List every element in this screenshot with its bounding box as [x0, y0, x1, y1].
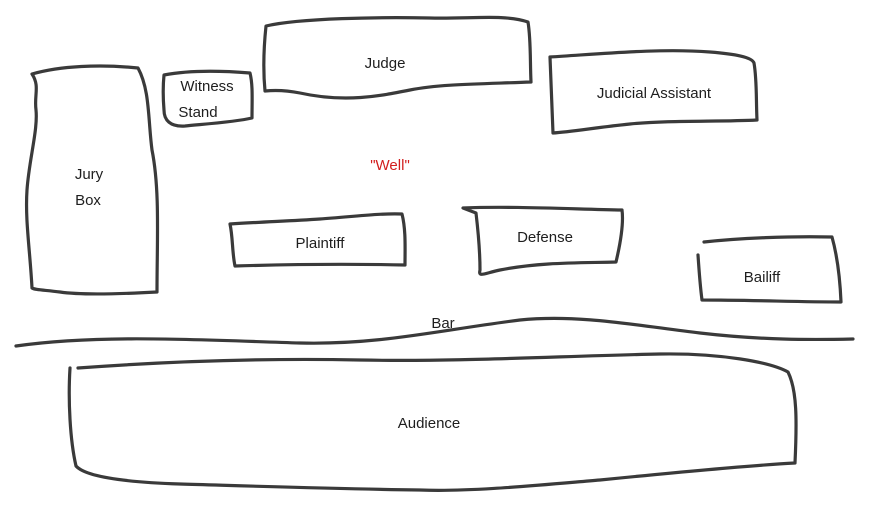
audience-box — [67, 352, 798, 492]
bailiff-label: Bailiff — [743, 269, 781, 286]
judge-label: Judge — [364, 55, 406, 72]
audience-label: Audience — [397, 415, 461, 432]
jury-box — [24, 64, 160, 296]
bar-label: Bar — [431, 315, 455, 332]
judicial-assistant-label: Judicial Assistant — [596, 85, 712, 102]
defense-label: Defense — [517, 229, 573, 246]
judicial-assistant-box — [548, 49, 759, 135]
plaintiff-label: Plaintiff — [295, 235, 345, 252]
bar-line — [14, 316, 855, 348]
plaintiff-box — [228, 212, 407, 268]
bailiff-box — [696, 235, 843, 304]
witness-stand-box — [161, 69, 254, 128]
jury-box-label-line2: Box — [75, 192, 101, 209]
jury-box-label-line1: Jury — [74, 166, 104, 183]
witness-stand-label-line2: Stand — [178, 104, 218, 121]
well-label: "Well" — [370, 157, 410, 174]
defense-box — [461, 205, 625, 276]
witness-stand-label-line1: Witness — [180, 78, 234, 95]
judge-box — [262, 15, 533, 100]
